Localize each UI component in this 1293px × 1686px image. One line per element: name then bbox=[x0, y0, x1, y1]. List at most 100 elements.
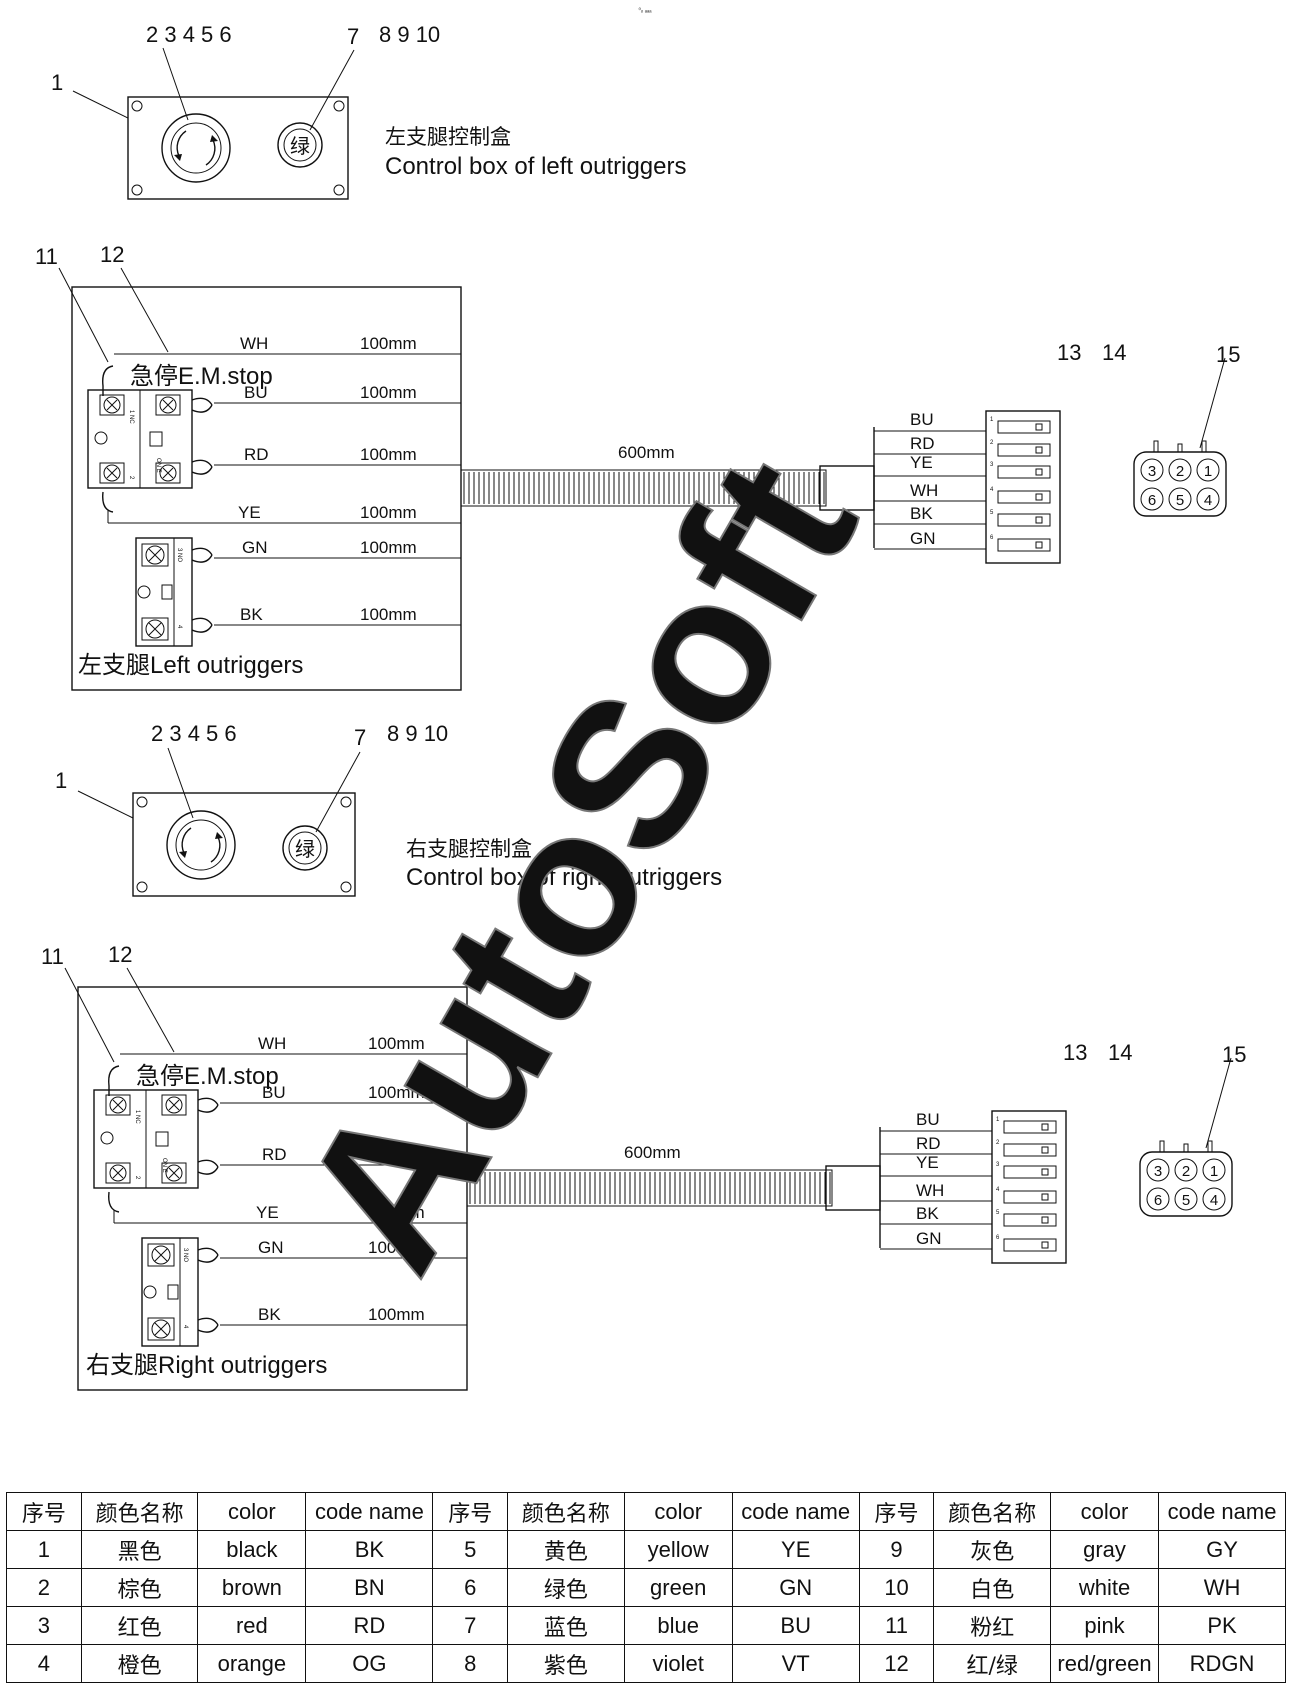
callout-7: 7 bbox=[354, 725, 366, 750]
socket-pin: 6 bbox=[1154, 1192, 1162, 1209]
socket-pin: 4 bbox=[1210, 1192, 1218, 1209]
left-control-box: 绿 左支腿控制盒 Control box of left outriggers … bbox=[51, 22, 687, 200]
contact-2: 2 bbox=[134, 1176, 140, 1180]
wire-code-bu: BU bbox=[262, 1083, 286, 1102]
socket-pin: 2 bbox=[1182, 1163, 1190, 1180]
callout-8-10: 8 9 10 bbox=[379, 22, 440, 47]
right-wiring-assembly: 11 12 急停E.M.stop bbox=[41, 942, 1246, 1391]
right-outrigger-section: 绿 右支腿控制盒 Control box of right outriggers… bbox=[41, 721, 1246, 1391]
table-cell: 黑色 bbox=[80, 1530, 199, 1569]
table-header-cell: color bbox=[197, 1492, 307, 1531]
wire-length: 100mm bbox=[360, 503, 417, 522]
table-cell: 绿色 bbox=[507, 1568, 625, 1607]
table-cell: 粉红 bbox=[933, 1606, 1051, 1645]
plug-pin-slot bbox=[1003, 1165, 1057, 1179]
plug-pin-number: 2 bbox=[996, 1140, 1000, 1146]
table-cell: 8 bbox=[432, 1644, 509, 1683]
right-box-title-zh: 右支腿控制盒 bbox=[406, 837, 532, 861]
table-cell: 4 bbox=[6, 1644, 82, 1683]
table-cell: 橙色 bbox=[80, 1644, 199, 1683]
table-cell: RDGN bbox=[1158, 1644, 1286, 1683]
right-control-box: 绿 右支腿控制盒 Control box of right outriggers… bbox=[55, 721, 722, 897]
plug-pin-number: 5 bbox=[990, 510, 994, 516]
table-cell: 11 bbox=[858, 1606, 935, 1645]
callout-15: 15 bbox=[1222, 1042, 1246, 1067]
green-button-icon: 绿 bbox=[282, 825, 328, 871]
plug-pin-number: 6 bbox=[996, 1235, 1000, 1241]
right-socket-connector: 15 3 2 1 6 5 4 bbox=[1139, 1042, 1246, 1217]
contact-on: ON E bbox=[161, 1158, 167, 1173]
table-cell: pink bbox=[1049, 1606, 1160, 1645]
plug-pin-number: 1 bbox=[996, 1117, 1000, 1123]
socket-pin: 2 bbox=[1176, 463, 1184, 480]
wire-length: 100mm bbox=[368, 1203, 425, 1222]
plug-pin-number: 1 bbox=[990, 417, 994, 423]
plug-pin-number: 6 bbox=[990, 535, 994, 541]
table-header-cell: code name bbox=[305, 1492, 434, 1531]
contact-4: 4 bbox=[182, 1325, 188, 1329]
wire-code-bu: BU bbox=[244, 383, 268, 402]
table-cell: 3 bbox=[6, 1606, 82, 1645]
table-cell: red bbox=[197, 1606, 307, 1645]
table-cell: 10 bbox=[858, 1568, 935, 1607]
plug-pin-slot bbox=[1003, 1143, 1057, 1157]
cable-length-label: 600mm bbox=[618, 443, 675, 462]
table-cell: GN bbox=[731, 1568, 860, 1607]
plug-pin-slot bbox=[997, 465, 1051, 479]
left-corrugated-cable: 600mm bbox=[460, 443, 875, 511]
watermark: AutoSoft bbox=[254, 421, 901, 1306]
table-cell: BN bbox=[305, 1568, 434, 1607]
table-cell: 2 bbox=[6, 1568, 82, 1607]
plug-pin-number: 5 bbox=[996, 1210, 1000, 1216]
socket-pin: 4 bbox=[1204, 492, 1212, 509]
contact-on: ON E bbox=[155, 458, 161, 473]
cable-rib-lines bbox=[469, 1172, 831, 1204]
contact-nc: 1 NC bbox=[134, 1110, 140, 1124]
table-header-cell: 颜色名称 bbox=[507, 1492, 625, 1531]
plug-wire-label: RD bbox=[916, 1134, 941, 1153]
table-cell: violet bbox=[623, 1644, 733, 1683]
plug-wire-label: BK bbox=[916, 1204, 939, 1223]
callout-14: 14 bbox=[1102, 340, 1126, 365]
contact-3-no: 3 NO bbox=[176, 548, 182, 562]
rotary-switch-icon bbox=[161, 113, 231, 183]
plug-wire-label: BK bbox=[910, 504, 933, 523]
emstop-label: 急停E.M.stop bbox=[130, 362, 273, 390]
plug-pin-number: 2 bbox=[990, 440, 994, 446]
plug-wire-label: BU bbox=[910, 410, 934, 429]
plug-pin-slot bbox=[1003, 1213, 1057, 1227]
plug-pin-slot bbox=[1003, 1120, 1057, 1134]
contact-nc: 1 NC bbox=[128, 410, 134, 424]
left-socket-connector: 15 3 2 1 6 5 4 bbox=[1133, 342, 1240, 517]
table-cell: OG bbox=[305, 1644, 434, 1683]
left-box-title-zh: 左支腿控制盒 bbox=[385, 125, 511, 149]
plug-wire-label: YE bbox=[916, 1153, 939, 1172]
plug-pin-contact bbox=[1041, 1146, 1049, 1154]
plug-pin-contact bbox=[1041, 1193, 1049, 1201]
plug-pin-slot bbox=[997, 490, 1051, 504]
plug-pin-contact bbox=[1035, 446, 1043, 454]
plug-wire-label: GN bbox=[916, 1229, 942, 1248]
plug-pin-slot bbox=[997, 420, 1051, 434]
table-header-cell: 颜色名称 bbox=[80, 1492, 199, 1531]
table-cell: 白色 bbox=[933, 1568, 1051, 1607]
socket-pin: 3 bbox=[1154, 1163, 1162, 1180]
button-glyph: 绿 bbox=[290, 134, 310, 158]
contact-4: 4 bbox=[176, 625, 182, 629]
plug-pin-contact bbox=[1035, 468, 1043, 476]
plug-pin-slot bbox=[1003, 1190, 1057, 1204]
emstop-contact-block: 1 NC 2 ON E bbox=[87, 365, 213, 513]
callout-7: 7 bbox=[347, 24, 359, 49]
table-header-cell: 序号 bbox=[858, 1492, 935, 1531]
right-outrigger-label: 右支腿Right outriggers bbox=[86, 1351, 327, 1379]
wire-length: 100mm bbox=[368, 1145, 425, 1164]
wire-code-rd: RD bbox=[262, 1145, 287, 1164]
table-cell: gray bbox=[1049, 1530, 1160, 1569]
table-cell: white bbox=[1049, 1568, 1160, 1607]
